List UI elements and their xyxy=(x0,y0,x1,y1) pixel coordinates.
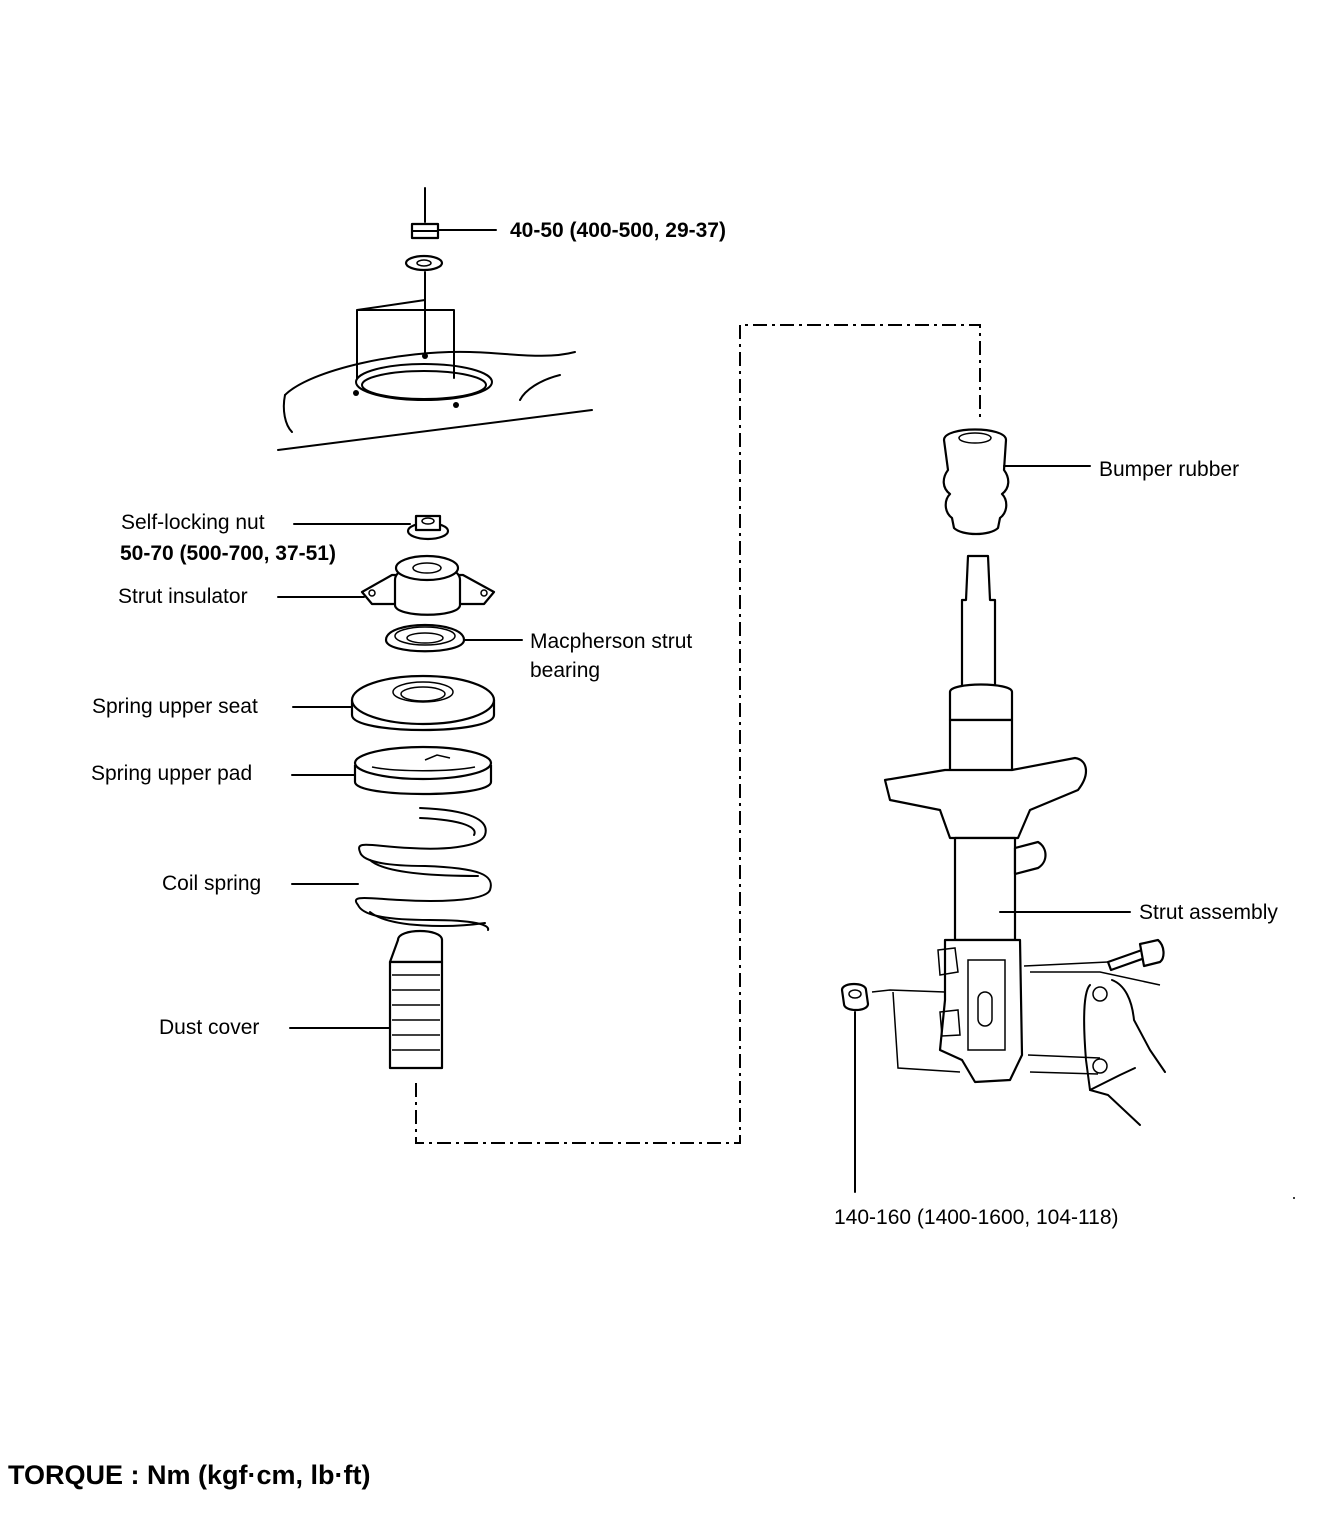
top-nut-torque-label: 40-50 (400-500, 29-37) xyxy=(510,219,726,242)
coil-spring-part xyxy=(291,807,492,931)
dust-cover-part xyxy=(289,930,444,1070)
coil-spring-label: Coil spring xyxy=(162,872,262,895)
spring-upper-seat-part xyxy=(292,674,496,732)
torque-units-footer: TORQUE : Nm (kgf·cm, lb·ft) xyxy=(8,1460,371,1490)
bumper-rubber-label: Bumper rubber xyxy=(1099,458,1240,481)
top-washer-part xyxy=(404,254,444,356)
dust-cover-label: Dust cover xyxy=(159,1016,260,1039)
bumper-rubber-part xyxy=(942,428,1091,536)
strut-assembly-label: Strut assembly xyxy=(1139,901,1278,924)
spring-upper-pad-part xyxy=(291,745,493,796)
spring-upper-seat-label: Spring upper seat xyxy=(92,695,258,718)
strut-insulator-part xyxy=(277,554,496,616)
self-locking-nut-label: Self-locking nut xyxy=(121,511,265,534)
self-locking-nut-part xyxy=(293,514,450,541)
body-mount-panel xyxy=(277,299,593,451)
knuckle-part xyxy=(1083,979,1166,1126)
macpherson-bearing-label-line1: Macpherson strut xyxy=(530,630,693,653)
macpherson-bearing-label-line2: bearing xyxy=(530,659,601,682)
macpherson-bearing-part xyxy=(384,624,523,653)
assembly-path-line xyxy=(415,324,981,1144)
knuckle-bolt-part xyxy=(1023,938,1165,1075)
strut-assembly-part xyxy=(883,554,1131,1084)
spring-upper-pad-label: Spring upper pad xyxy=(91,762,253,785)
strut-insulator-label: Strut insulator xyxy=(118,585,248,608)
top-nut-part xyxy=(410,187,497,240)
knuckle-bolt-torque-label: 140-160 (1400-1600, 104-118) xyxy=(834,1206,1119,1229)
knuckle-nut-part xyxy=(840,982,961,1193)
self-locking-nut-torque-label: 50-70 (500-700, 37-51) xyxy=(120,542,336,565)
